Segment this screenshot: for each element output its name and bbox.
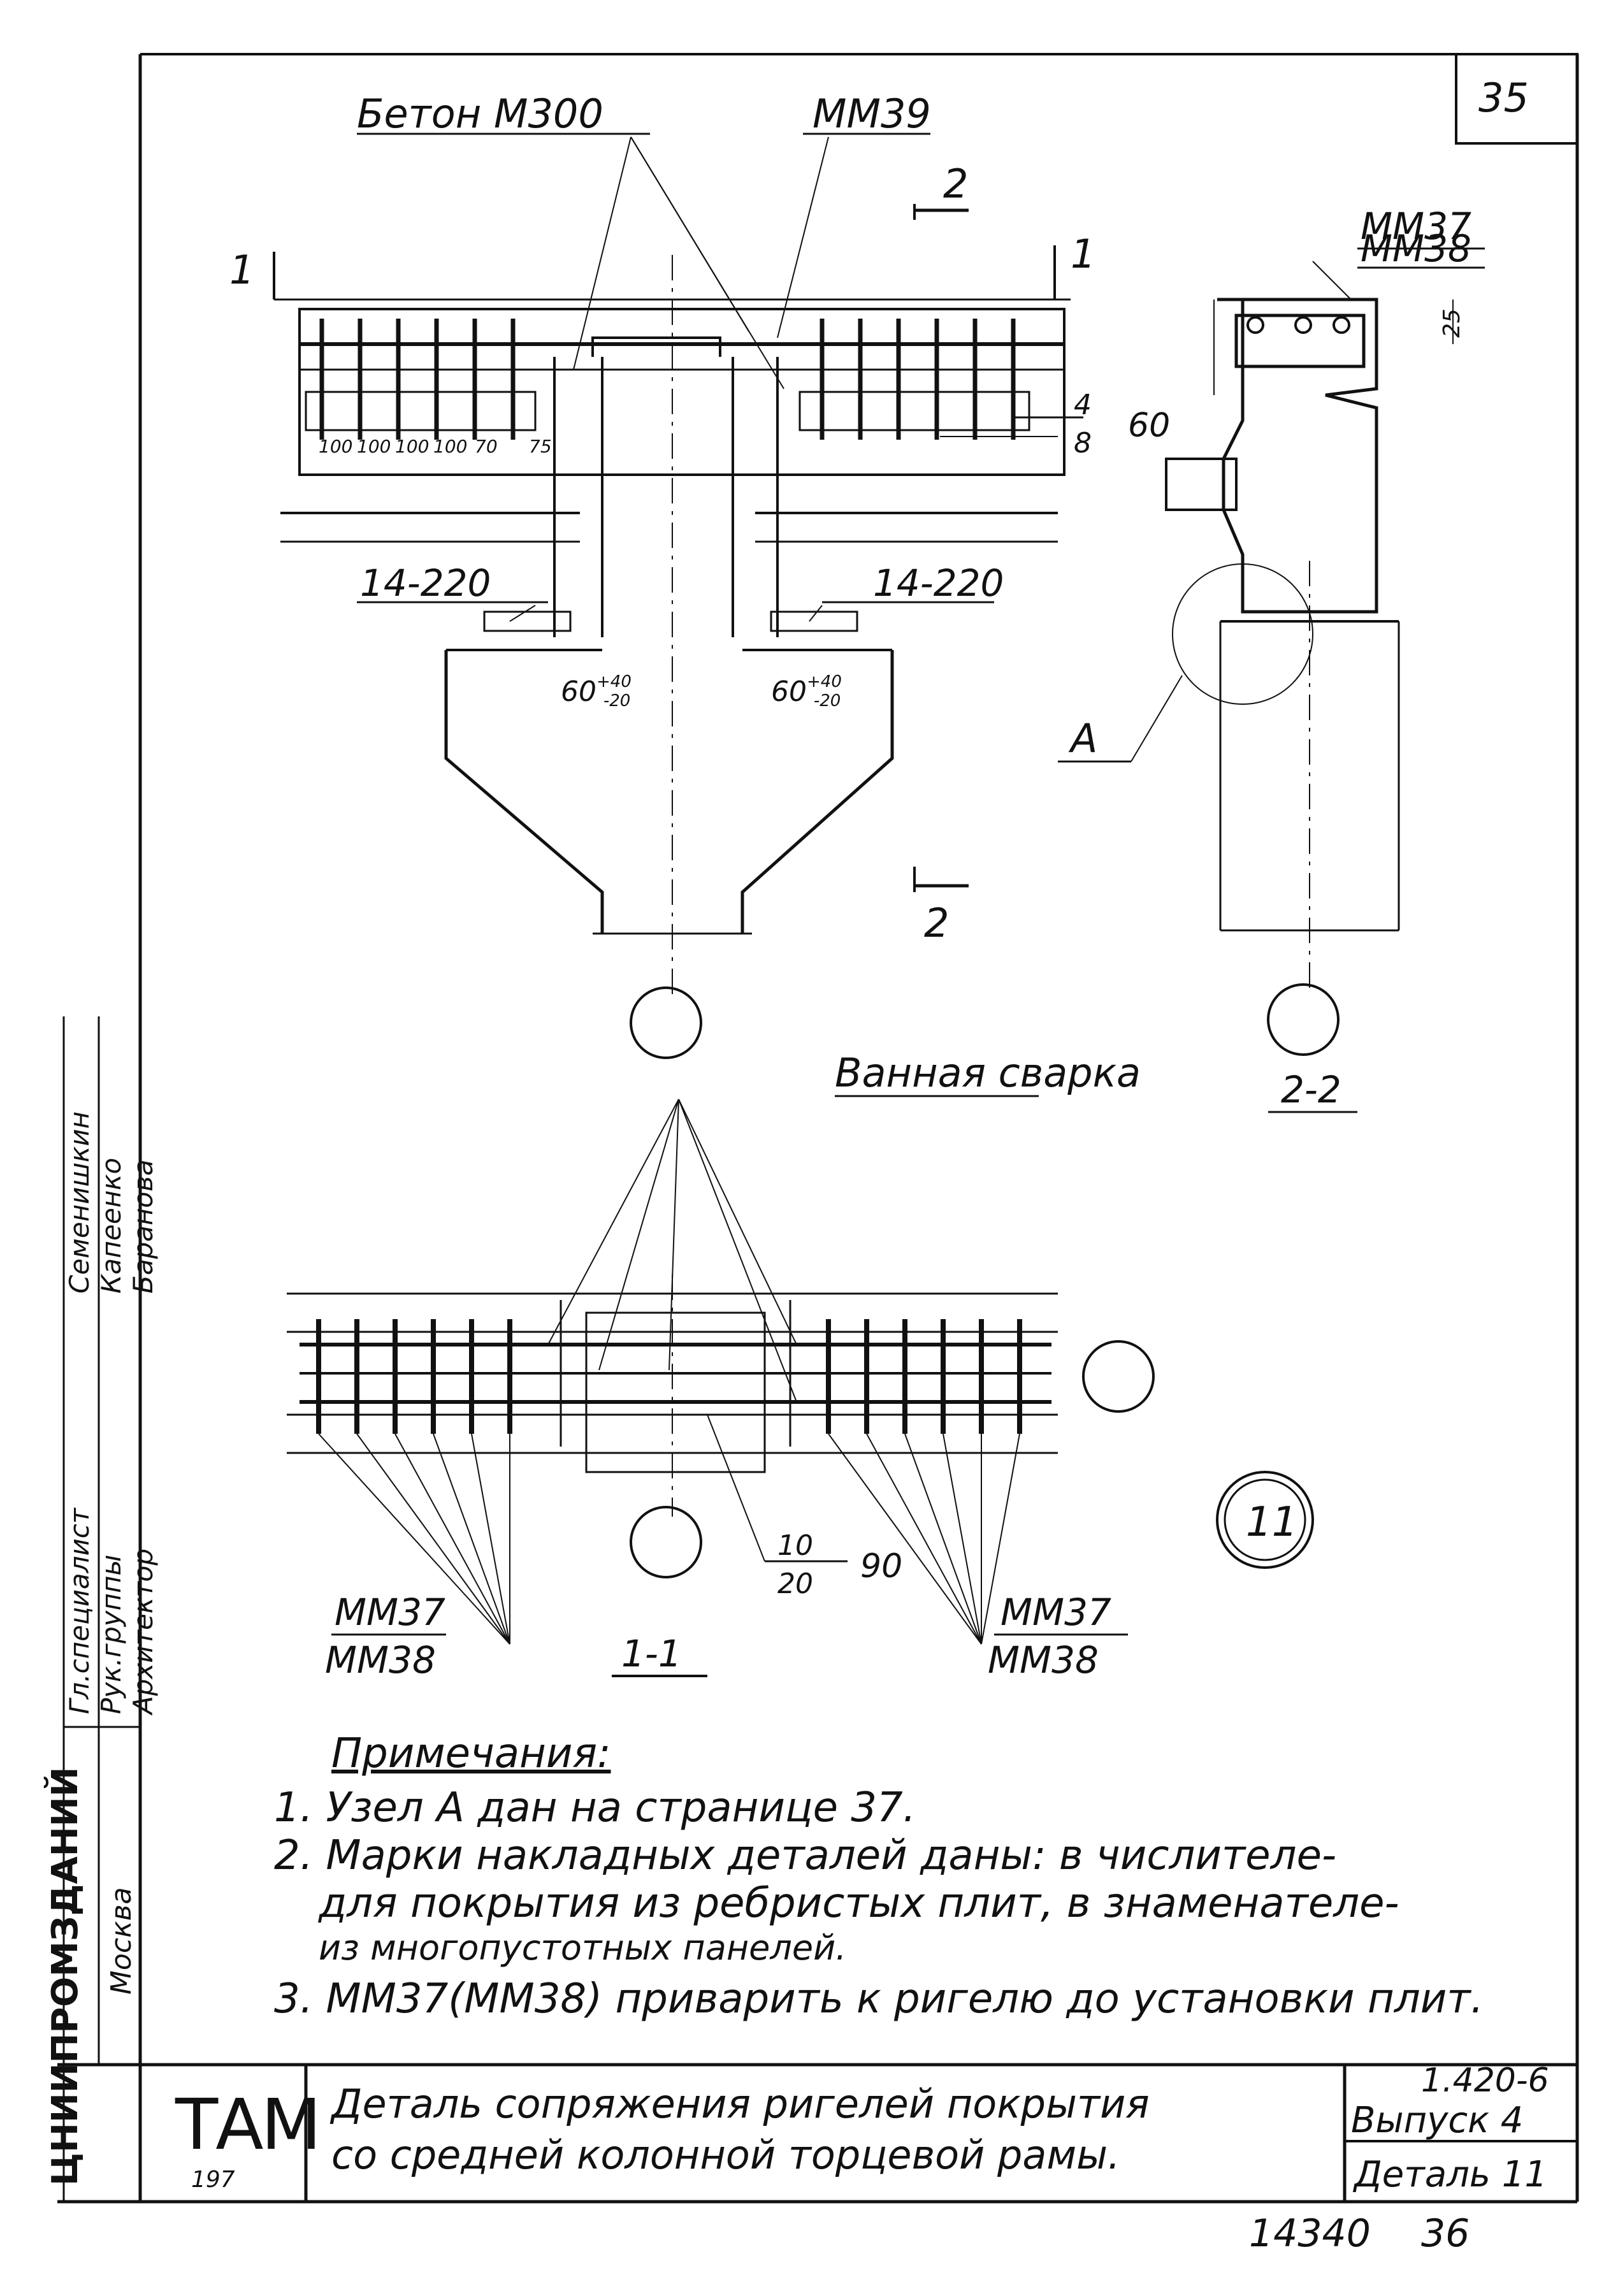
tolerance-left-plus: +40 xyxy=(596,672,632,691)
tolerance-right-minus: -20 xyxy=(814,691,841,711)
series-code: 1.420-6 xyxy=(1421,2061,1549,2100)
tolerance-right-value: 60 xyxy=(771,675,807,708)
label-bath-weld: Ванная сварка xyxy=(835,1050,1141,1096)
plan-weld-fraction-bottom: 20 xyxy=(777,1568,813,1600)
section-2-label-bottom: ММ38 xyxy=(1361,227,1471,270)
spacing-label: 75 xyxy=(529,436,552,457)
tolerance-left: 60+40-20 xyxy=(561,672,632,711)
elevation-view xyxy=(273,133,1083,1059)
plan-label-right-top: ММ37 xyxy=(1000,1591,1111,1634)
side-stamp-org: ЦНИИПРОМЗДАНИЙ xyxy=(45,1766,86,2186)
issue-number: Выпуск 4 xyxy=(1351,2100,1524,2141)
plan-weld-length: 90 xyxy=(860,1547,902,1585)
stirrups-left xyxy=(319,319,516,440)
side-stamp-role: Гл.специалист xyxy=(64,1508,95,1714)
label-concrete: Бетон М300 xyxy=(357,90,603,137)
notes-heading: Примечания: xyxy=(331,1730,611,1777)
bottom-number-right: 36 xyxy=(1421,2211,1470,2256)
weld-label-left: 14-220 xyxy=(360,561,491,605)
spacing-label: 100 xyxy=(433,436,467,457)
section-2-label-top: ММ37 xyxy=(1361,205,1471,248)
spacing-label: 70 xyxy=(475,436,498,457)
weld-length: 60 xyxy=(1128,407,1170,445)
side-stamp-name: Капеенко xyxy=(96,1157,127,1294)
section-1-1-view xyxy=(287,1095,1314,1677)
logo: ТАМ xyxy=(175,2084,321,2165)
section-2-2-view xyxy=(1058,247,1485,1113)
spacing-label: 100 xyxy=(357,436,391,457)
note-line: из многопустотных панелей. xyxy=(319,1928,847,1968)
plan-label-left-bottom: ММ38 xyxy=(325,1638,436,1682)
plan-label-right-bottom: ММ38 xyxy=(988,1638,1099,1682)
section-2-dim: 25 xyxy=(1439,308,1465,338)
year: 197 xyxy=(191,2167,235,2193)
side-stamp-city: Москва xyxy=(105,1887,138,1995)
note-line: 3. ММ37(ММ38) приварить к ригелю до уста… xyxy=(274,1975,1484,2023)
sheet-frame xyxy=(57,53,1579,2204)
spacing-label: 100 xyxy=(395,436,429,457)
page-number: 35 xyxy=(1478,75,1529,121)
tolerance-left-minus: -20 xyxy=(603,691,630,711)
title-block-frame xyxy=(57,1016,1577,2202)
tolerance-left-value: 60 xyxy=(561,675,596,708)
drawing-title-line2: со средней колонной торцевой рамы. xyxy=(331,2132,1120,2178)
tolerance-right: 60+40-20 xyxy=(771,672,842,711)
stirrups-right xyxy=(820,319,1016,440)
detail-label: Деталь 11 xyxy=(1354,2154,1547,2195)
section-mark-1-right: 1 xyxy=(1071,231,1095,277)
detail-number-circle: 11 xyxy=(1246,1499,1297,1546)
drawing-title-line1: Деталь сопряжения ригелей покрытия xyxy=(331,2081,1150,2127)
side-stamp-role: Рук.группы xyxy=(96,1554,127,1714)
section-mark-2-bottom: 2 xyxy=(924,900,949,946)
note-line: 1. Узел А дан на странице 37. xyxy=(274,1784,916,1831)
stirrups-plan-right xyxy=(826,1319,1022,1434)
weld-fraction-top: 4 xyxy=(1074,389,1092,421)
section-mark-1-left: 1 xyxy=(229,247,254,293)
side-stamp-role: Архитектор xyxy=(127,1548,159,1714)
label-mm39: ММ39 xyxy=(813,90,931,137)
weld-label-right: 14-220 xyxy=(873,561,1004,605)
section-2-2-title: 2-2 xyxy=(1281,1068,1341,1111)
callout-a: А xyxy=(1068,715,1097,762)
note-line: 2. Марки накладных деталей даны: в числи… xyxy=(274,1832,1337,1879)
section-1-1-title: 1-1 xyxy=(621,1632,682,1675)
plan-weld-fraction-top: 10 xyxy=(777,1529,813,1562)
side-stamp-name: Баранова xyxy=(127,1159,159,1294)
section-mark-2-top: 2 xyxy=(943,161,968,207)
note-line: для покрытия из ребристых плит, в знамен… xyxy=(319,1880,1399,1927)
tolerance-right-plus: +40 xyxy=(807,672,842,691)
spacing-label: 100 xyxy=(319,436,352,457)
weld-fraction-bottom: 8 xyxy=(1074,427,1092,459)
side-stamp-name: Семенишкин xyxy=(64,1111,95,1294)
bottom-number-left: 14340 xyxy=(1249,2211,1371,2256)
stirrups-plan-left xyxy=(316,1319,512,1434)
plan-label-left-top: ММ37 xyxy=(335,1591,445,1634)
